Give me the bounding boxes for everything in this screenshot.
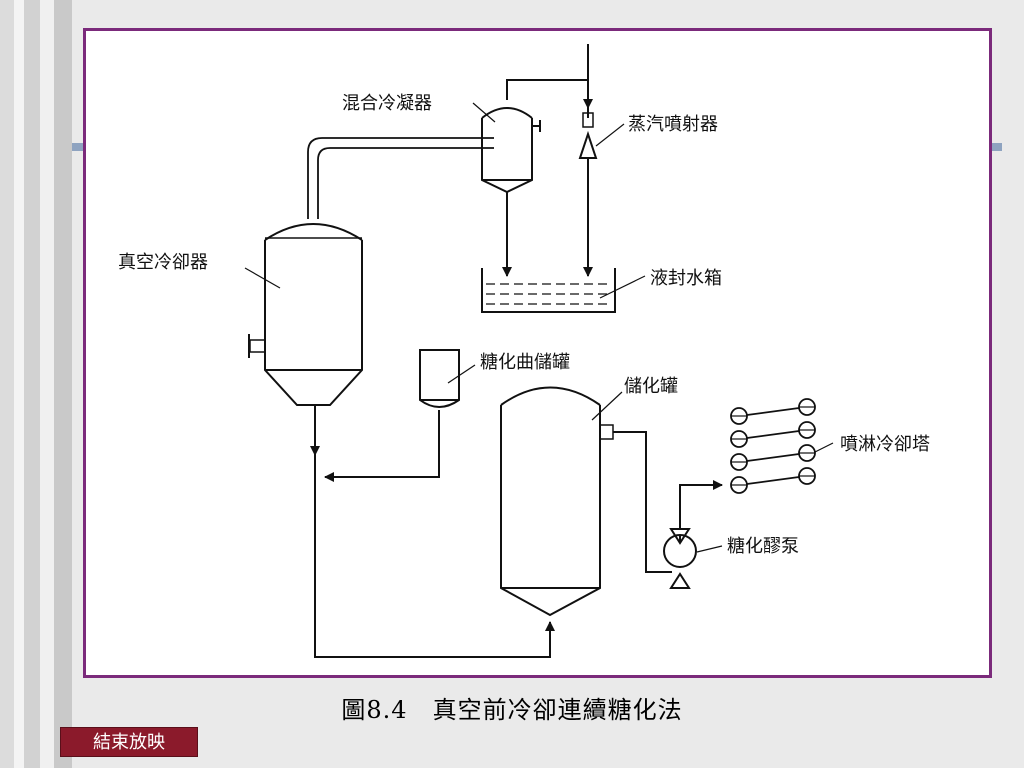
label-malt-storage: 糖化曲儲罐	[480, 352, 570, 373]
storage-tank-vessel	[500, 386, 614, 617]
leader-lines	[244, 102, 834, 553]
mash-pump	[663, 528, 697, 589]
vacuum-cooler-vessel	[248, 223, 363, 406]
accent-bar-left	[72, 143, 86, 151]
liquid-seal-tank	[481, 268, 616, 313]
pump-to-tower-pipe	[679, 480, 723, 529]
label-mixing-condenser: 混合冷凝器	[342, 93, 432, 114]
left-stripe-1	[0, 0, 14, 768]
malt-storage-tank	[419, 349, 460, 408]
accent-bar-right	[986, 143, 1002, 151]
label-spray-cooling-tower: 噴淋冷卻塔	[840, 434, 930, 455]
mixing-condenser-vessel	[481, 79, 589, 194]
figure-caption: 圖8.4 真空前冷卻連續糖化法	[341, 696, 683, 724]
feed-loop-pipe	[314, 455, 555, 658]
label-liquid-seal-tank: 液封水箱	[650, 268, 722, 289]
left-stripe-2	[14, 0, 24, 768]
label-storage-tank: 儲化罐	[624, 376, 678, 397]
spray-cooling-tower	[730, 398, 816, 494]
label-steam-ejector: 蒸汽噴射器	[628, 114, 718, 135]
tank-to-pump-pipe	[613, 431, 672, 573]
vapor-pipe	[307, 137, 494, 219]
diagram-frame	[83, 28, 992, 678]
label-vacuum-cooler: 真空冷卻器	[118, 252, 208, 273]
left-stripe-5	[54, 0, 72, 768]
left-stripe-3	[24, 0, 40, 768]
end-show-button[interactable]: 結束放映	[60, 727, 198, 757]
steam-ejector	[578, 44, 598, 159]
left-stripe-4	[40, 0, 54, 768]
label-enzyme-pump: 糖化醪泵	[727, 536, 799, 557]
malt-feed-pipe	[324, 410, 440, 482]
